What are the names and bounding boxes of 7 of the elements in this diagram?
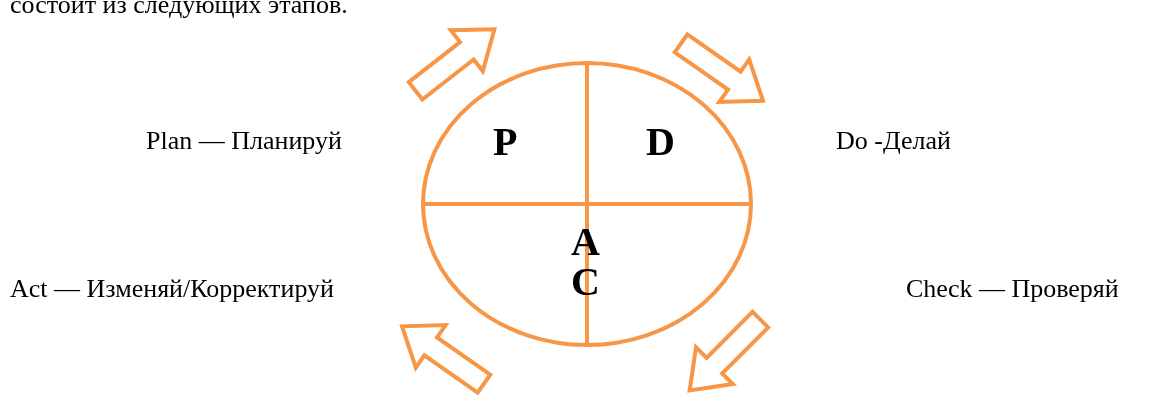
intro-text: состоит из следующих этапов. [10, 0, 348, 18]
phase-label: Do -Делай [836, 128, 951, 154]
phase-label: Check — Проверяй [906, 276, 1119, 302]
quadrant-letter: D [646, 122, 675, 162]
phase-label: Plan — Планируй [146, 128, 342, 154]
quadrant-letter: P [493, 122, 518, 162]
phase-label: Act — Изменяй/Корректируй [10, 276, 334, 302]
